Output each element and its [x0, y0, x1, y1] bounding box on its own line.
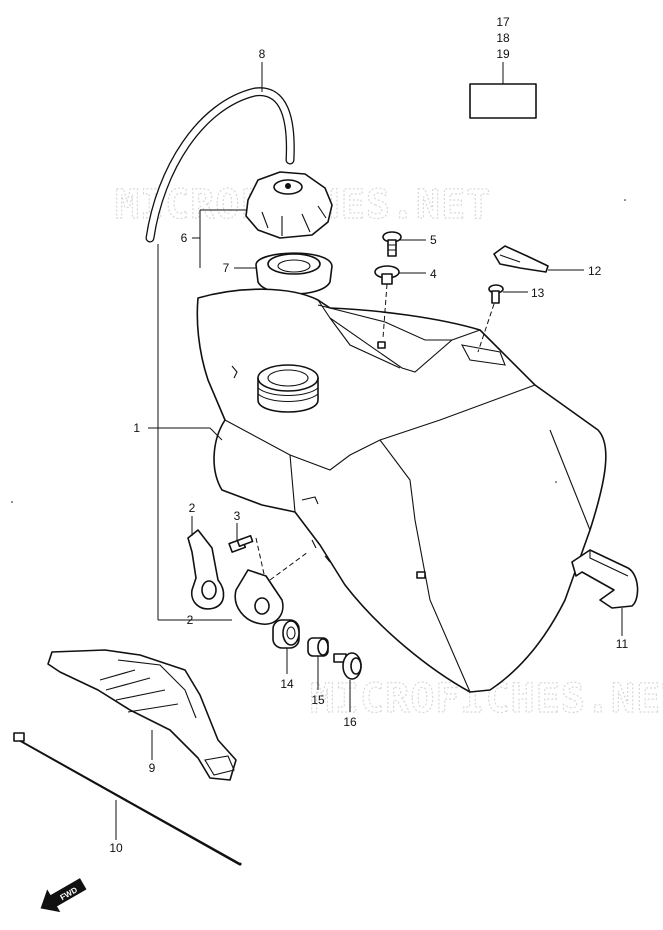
- callout-19: 19: [496, 47, 510, 61]
- tank-strap-9: [47, 649, 237, 781]
- locator-3: [255, 537, 265, 575]
- cushion-11: [571, 549, 639, 609]
- leader-lines: [115, 209, 623, 840]
- clip-12: [493, 245, 549, 273]
- locator-2: [269, 551, 309, 581]
- callout-1: 1: [133, 421, 140, 435]
- callout-15: 15: [311, 693, 325, 707]
- bracket-upper: [187, 529, 225, 610]
- callout-6: 6: [181, 231, 188, 245]
- forward-direction-arrow: FWD: [40, 878, 87, 913]
- callout-14: 14: [280, 677, 294, 691]
- callout-16: 16: [343, 715, 357, 729]
- callout-3: 3: [234, 509, 241, 523]
- speck: [624, 199, 626, 201]
- callout-2-upper: 2: [189, 501, 196, 515]
- locator-4: [382, 283, 388, 339]
- callout-11: 11: [616, 637, 629, 651]
- bolt-5: [382, 231, 402, 257]
- callout-5: 5: [430, 233, 437, 247]
- speck: [11, 501, 13, 503]
- callout-17: 17: [496, 15, 510, 29]
- callout-7: 7: [223, 261, 230, 275]
- screw-13: [488, 284, 504, 304]
- locator-13: [477, 303, 495, 353]
- collar-15: [307, 637, 329, 657]
- bolt-16: [333, 652, 362, 680]
- cable-tie-10: [13, 732, 242, 866]
- fuel-cap: [245, 171, 333, 239]
- callout-labels: 1 2 2 3 4 5 6 7 8 9 10 11 12 13 14 15 16…: [109, 15, 628, 855]
- bolt-3: [228, 534, 254, 553]
- callout-4: 4: [430, 267, 437, 281]
- callout-2-lower: 2: [187, 613, 194, 627]
- grommet-4: [374, 265, 400, 285]
- cushion-14: [272, 619, 300, 649]
- callout-18: 18: [496, 31, 510, 45]
- cap-gasket: [255, 252, 333, 295]
- callout-13: 13: [531, 286, 545, 300]
- speck: [555, 481, 557, 483]
- breather-hose: [145, 62, 295, 243]
- label-plate: [469, 62, 537, 119]
- callout-9: 9: [149, 761, 156, 775]
- bracket-lower: [234, 569, 284, 625]
- callout-12: 12: [588, 264, 602, 278]
- fuel-tank: [196, 288, 607, 693]
- callout-10: 10: [109, 841, 123, 855]
- callout-8: 8: [259, 47, 266, 61]
